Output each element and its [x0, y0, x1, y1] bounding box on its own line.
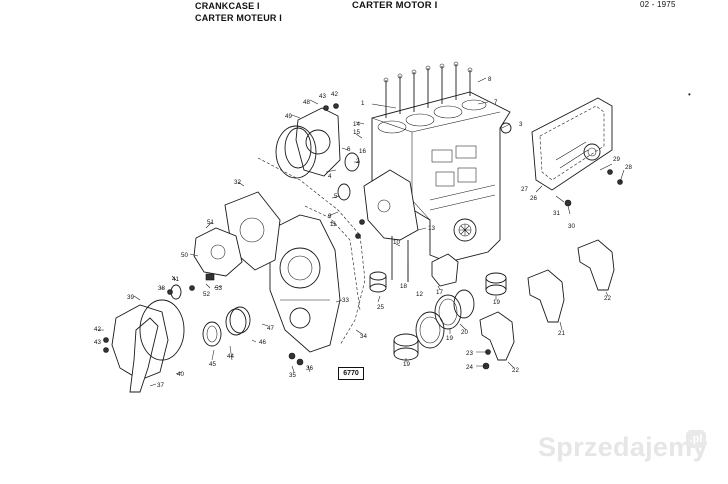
callout: 45: [209, 361, 216, 368]
watermark-text: Sprzedajemy: [538, 432, 708, 462]
callout: 3: [519, 121, 523, 128]
callout: 39: [127, 294, 134, 301]
callout: 49: [285, 113, 292, 120]
callout: 25: [377, 304, 384, 311]
callout: 33: [342, 297, 349, 304]
callout: 43: [319, 93, 326, 100]
date-label: 02 - 1975: [640, 0, 676, 9]
callout: 38: [158, 285, 165, 292]
callout: 30: [568, 223, 575, 230]
callout: 19: [446, 335, 453, 342]
seals: [170, 122, 512, 347]
callout: 51: [207, 219, 214, 226]
callout: 50: [181, 252, 188, 259]
callout: 27: [521, 186, 528, 193]
callout: 2: [356, 158, 360, 165]
title-line-2: CARTER MOTEUR I: [195, 13, 282, 23]
title-line-1: CRANKCASE I: [195, 1, 260, 11]
callout: 17: [436, 289, 443, 296]
callout: 36: [306, 365, 313, 372]
callout: 12: [416, 291, 423, 298]
callout: 52: [203, 291, 210, 298]
rings: [369, 271, 507, 361]
callout: 22: [604, 295, 611, 302]
callout: 11: [330, 221, 337, 228]
callout: 43: [94, 339, 101, 346]
crankshaft-housing: [363, 169, 459, 287]
callout: 16: [359, 148, 366, 155]
callout: 6: [347, 146, 351, 153]
callout: 44: [227, 353, 234, 360]
callout: 14: [353, 121, 360, 128]
callout: 31: [553, 210, 560, 217]
callout: 13: [428, 225, 435, 232]
decorative-dot: •: [688, 90, 691, 99]
callout: 4: [328, 173, 332, 180]
callout: 42: [94, 326, 101, 333]
callout-labels: 8 7 3 1 43 42 48 49 14 15 6 16 2 4 5 9 1…: [94, 76, 632, 389]
callout: 7: [494, 99, 498, 106]
callout: 23: [466, 350, 473, 357]
callout: 8: [488, 76, 492, 83]
callout: 34: [360, 333, 367, 340]
hardware: [103, 103, 623, 370]
callout: 40: [177, 371, 184, 378]
callout: 18: [400, 283, 407, 290]
callout: 19: [403, 361, 410, 368]
title-center: CARTER MOTOR I: [352, 0, 438, 11]
callout: 19: [493, 299, 500, 306]
watermark-badge: .pl: [686, 430, 706, 448]
timing-housing: [269, 214, 341, 353]
callout: 5: [334, 193, 338, 200]
callout: 1: [361, 100, 365, 107]
side-cover: [531, 97, 613, 191]
callout: 48: [303, 99, 310, 106]
callout: 22: [512, 367, 519, 374]
callout: 21: [558, 330, 565, 337]
callout: 42: [331, 91, 338, 98]
callout: 53: [215, 285, 222, 292]
callout: 28: [625, 164, 632, 171]
crankcase-block: [371, 61, 511, 263]
gasket-outline: [257, 157, 366, 346]
callout: 20: [461, 329, 468, 336]
callout: 41: [172, 276, 179, 283]
callout: 9: [328, 213, 332, 220]
leader-lines: [98, 77, 625, 387]
callout: 15: [353, 129, 360, 136]
pump-housing: [111, 299, 185, 393]
callout: 47: [267, 325, 274, 332]
callout: 26: [530, 195, 537, 202]
callout: 37: [157, 382, 164, 389]
oil-pump: [193, 227, 243, 281]
callout: 35: [289, 372, 296, 379]
drawing-reference-box: 6770: [338, 367, 364, 380]
callout: 32: [234, 179, 241, 186]
callout: 10: [393, 239, 400, 246]
callout: 24: [466, 364, 473, 371]
bearing-caps: [479, 239, 615, 361]
callout: 46: [259, 339, 266, 346]
callout: 29: [613, 156, 620, 163]
